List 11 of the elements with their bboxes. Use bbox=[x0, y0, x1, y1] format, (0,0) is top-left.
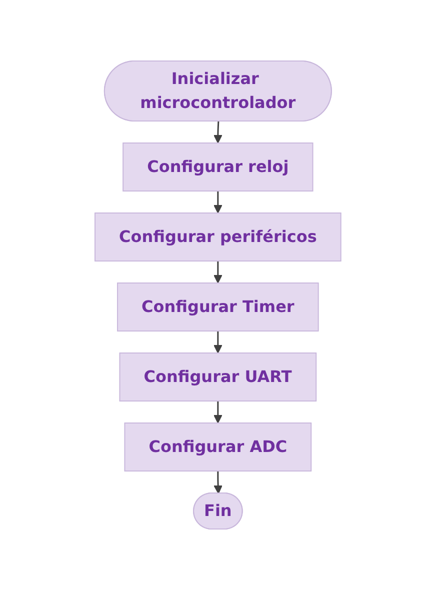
node-box: Configurar UART bbox=[118, 352, 316, 402]
node-box: Configurar Timer bbox=[116, 282, 318, 332]
arrow bbox=[213, 471, 222, 494]
arrow bbox=[213, 261, 222, 284]
node-box: Configurar ADC bbox=[124, 422, 312, 472]
arrow bbox=[213, 331, 222, 354]
arrow bbox=[213, 401, 222, 424]
arrow bbox=[213, 191, 222, 214]
arrow bbox=[213, 121, 222, 144]
node-box: Configurar periféricos bbox=[94, 212, 341, 262]
node-box: Configurar reloj bbox=[122, 142, 313, 192]
